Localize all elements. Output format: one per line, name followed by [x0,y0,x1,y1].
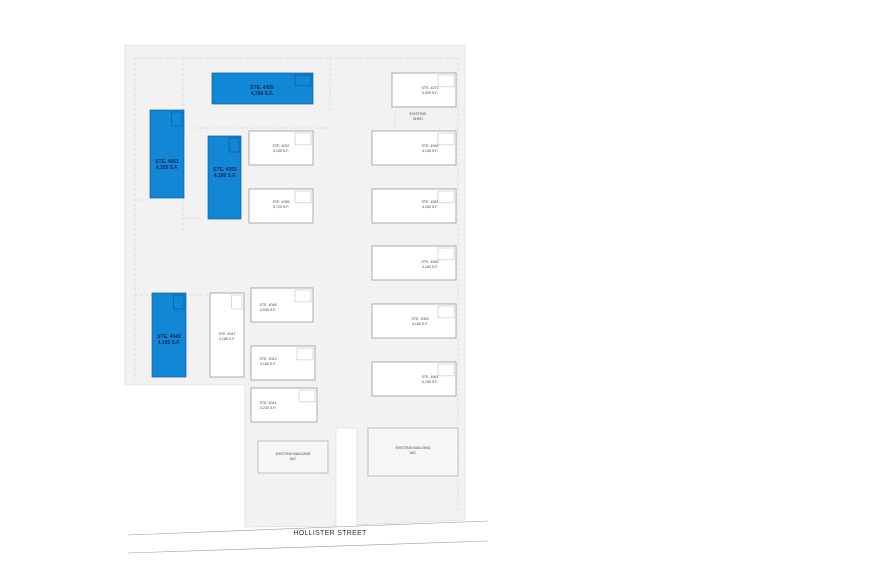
unit-4069[interactable] [371,130,457,166]
unit-suite: STE. 4043 [259,357,277,361]
existing-shed-label: EXISTING SHED [410,112,427,122]
unit-area: 4,185 S.F. [218,337,236,341]
unit-office-detail [437,363,455,377]
existing-building-sub: N/C [409,451,417,455]
unit-office-detail [298,389,316,403]
unit-area: 4,185 S.F. [157,340,181,346]
unit-office-detail [296,347,314,361]
unit-4055[interactable] [248,188,314,224]
unit-4063[interactable] [371,303,457,339]
existing-building-sub: N/C [289,457,297,461]
unit-suite: STE. 4067 [421,200,439,204]
unit-area: 3,200 S.F. [421,91,439,95]
unit-4045[interactable] [250,287,314,323]
unit-office-detail [173,294,185,310]
unit-suite: STE. 4041 [259,401,277,405]
unit-suite: STE. 4047 [218,332,236,336]
unit-office-detail [437,74,455,88]
unit-suite: STE. 4055 [272,200,290,204]
unit-suite: STE. 4059 [250,85,274,91]
unit-area: 4,780 S.F. [421,380,439,384]
shed-sub: SHED [413,117,423,121]
unit-office-detail [437,305,455,319]
unit-suite: STE. 4061 [421,375,439,379]
existing-building-1 [257,440,329,474]
existing-building-title: EXISTING BUILDING [395,446,431,450]
existing-building-title: EXISTING BUILDING [275,452,311,456]
unit-4065[interactable] [371,245,457,281]
unit-area: 3,220 S.F. [259,406,277,410]
unit-area: 4,180 S.F. [421,265,439,269]
unit-office-detail [437,190,455,204]
unit-area: 4,145 S.F. [421,149,439,153]
unit-area: 4,160 S.F. [411,322,429,326]
unit-suite: STE. 4045 [259,303,277,307]
existing-building-2 [367,427,459,477]
unit-4067[interactable] [371,188,457,224]
unit-office-detail [228,137,240,153]
unit-4071[interactable] [391,72,457,108]
units-layer [149,72,457,423]
existing-building-2-label: EXISTING BUILDING N/C [396,446,431,456]
unit-suite: STE. 4063 [411,317,429,321]
unit-4043[interactable] [250,345,316,381]
unit-office-detail [294,74,312,87]
unit-4057[interactable] [248,130,314,166]
unit-suite: STE. 4065 [421,260,439,264]
unit-suite: STE. 4057 [272,144,290,148]
unit-4041[interactable] [250,387,318,423]
unit-office-detail [171,111,183,127]
unit-area: 3,155 S.F. [272,149,290,153]
unit-suite: STE. 4069 [421,144,439,148]
shed-title: EXISTING [409,112,427,116]
unit-4059[interactable] [211,72,314,105]
unit-4051[interactable] [149,109,185,199]
unit-office-detail [294,289,312,303]
unit-office-detail [294,132,312,146]
unit-4047[interactable] [209,292,245,378]
unit-office-detail [437,132,455,146]
unit-4061[interactable] [371,361,457,397]
unit-area: 3,720 S.F. [272,205,290,209]
unit-suite: STE. 4053 [213,167,237,173]
unit-area: 4,780 S.F. [250,91,274,97]
street-lines [127,520,489,554]
unit-suite: STE. 4071 [421,86,439,90]
unit-office-detail [231,294,243,310]
unit-area: 4,160 S.F. [421,205,439,209]
unit-area: 4,180 S.F. [213,173,237,179]
existing-building-1-label: EXISTING BUILDING N/C [276,452,311,462]
street-name: HOLLISTER STREET [293,530,367,537]
unit-suite: STE. 4051 [155,159,179,165]
unit-area: 4,355 S.F. [155,165,179,171]
unit-area: 3,160 S.F. [259,362,277,366]
unit-office-detail [294,190,312,204]
unit-office-detail [437,247,455,261]
unit-area: 3,045 S.F. [259,308,277,312]
unit-4053[interactable] [207,135,242,220]
unit-4049[interactable] [151,292,187,378]
unit-suite: STE. 4049 [157,334,181,340]
